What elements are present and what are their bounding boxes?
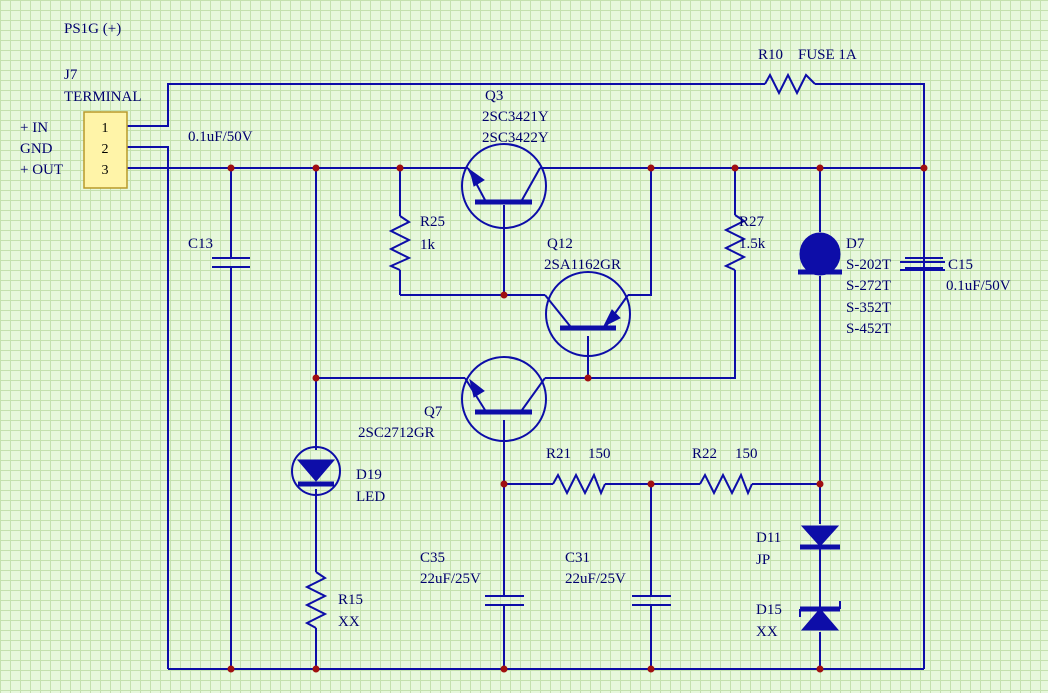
pin-label-in: + IN	[20, 120, 48, 136]
d19-led-symbol	[291, 446, 341, 496]
d15-value-label: XX	[756, 624, 778, 640]
q3-part-label-1: 2SC3421Y	[482, 109, 549, 125]
r22-ref-label: R22	[692, 446, 717, 462]
d7-part-label-4: S-452T	[846, 321, 891, 337]
pin-label-gnd: GND	[20, 141, 53, 157]
c13-capacitor-symbol	[212, 257, 250, 268]
r25-resistor-symbol	[388, 215, 412, 271]
c31-ref-label: C31	[565, 550, 590, 566]
r10-ref-label: R10	[758, 47, 783, 63]
c31-capacitor-symbol	[632, 595, 671, 606]
r25-value-label: 1k	[420, 237, 436, 253]
q3-part-label-2: 2SC3422Y	[482, 130, 549, 146]
terminal-pin-2: 2	[102, 142, 109, 157]
j7-ref-label: J7	[64, 67, 78, 83]
d11-value-label: JP	[756, 552, 770, 568]
r25-ref-label: R25	[420, 214, 445, 230]
c35-value-label: 22uF/25V	[420, 571, 481, 587]
c35-ref-label: C35	[420, 550, 445, 566]
q7-ref-label: Q7	[424, 404, 443, 420]
terminal-block	[83, 111, 128, 189]
r21-resistor-symbol	[552, 472, 606, 496]
q7-part-label: 2SC2712GR	[358, 425, 435, 441]
wires	[127, 83, 945, 670]
d7-part-label-3: S-352T	[846, 300, 891, 316]
d7-part-label-1: S-202T	[846, 257, 891, 273]
d7-led-symbol	[798, 232, 842, 276]
r22-resistor-symbol	[699, 472, 753, 496]
junction-dots	[227, 164, 928, 673]
terminal-j7: 1 2 3	[83, 111, 128, 189]
j7-name-label: TERMINAL	[64, 89, 142, 105]
schematic-title: PS1G (+)	[64, 21, 121, 37]
r15-ref-label: R15	[338, 592, 363, 608]
c35-capacitor-symbol	[485, 595, 524, 606]
r10-value-label: FUSE 1A	[798, 47, 857, 63]
d19-ref-label: D19	[356, 467, 382, 483]
r10-fuse-symbol	[764, 72, 816, 96]
q3-ref-label: Q3	[485, 88, 503, 104]
r15-resistor-symbol	[304, 571, 328, 629]
q12-transistor-symbol	[544, 271, 631, 357]
c13-value-label: 0.1uF/50V	[188, 129, 253, 145]
c15-capacitor-symbol	[905, 257, 943, 269]
d15-ref-label: D15	[756, 602, 782, 618]
c31-value-label: 22uF/25V	[565, 571, 626, 587]
d11-diode-symbol	[800, 525, 840, 550]
r27-resistor-symbol	[723, 214, 747, 271]
r27-value-label: 1.5k	[739, 236, 766, 252]
r21-value-label: 150	[588, 446, 611, 462]
d11-ref-label: D11	[756, 530, 781, 546]
d7-part-label-2: S-272T	[846, 278, 891, 294]
r21-ref-label: R21	[546, 446, 571, 462]
q3-transistor-symbol	[461, 143, 547, 229]
c15-ref-label: C15	[948, 257, 973, 273]
q7-transistor-symbol	[461, 356, 547, 442]
d7-ref-label: D7	[846, 236, 865, 252]
terminal-pin-3: 3	[102, 163, 109, 178]
r27-ref-label: R27	[739, 214, 765, 230]
q12-part-label: 2SA1162GR	[544, 257, 621, 273]
r22-value-label: 150	[735, 446, 758, 462]
terminal-pin-1: 1	[102, 121, 109, 136]
d19-value-label: LED	[356, 489, 385, 505]
r15-value-label: XX	[338, 614, 360, 630]
c13-ref-label: C13	[188, 236, 213, 252]
pin-label-out: + OUT	[20, 162, 63, 178]
c15-value-label: 0.1uF/50V	[946, 278, 1011, 294]
d15-zener-symbol	[799, 601, 841, 631]
q12-ref-label: Q12	[547, 236, 573, 252]
